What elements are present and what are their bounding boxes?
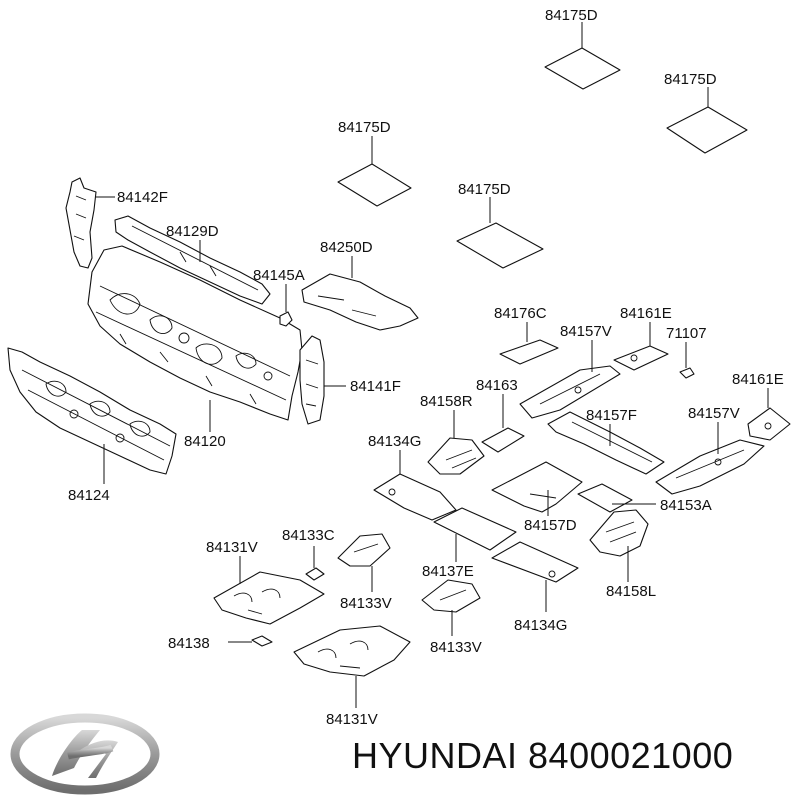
callout-84124: 84124 bbox=[68, 487, 110, 504]
pad-84158L bbox=[589, 509, 649, 582]
callout-84161E-right: 84161E bbox=[732, 371, 784, 388]
pad-84134G-upper bbox=[373, 450, 457, 521]
callout-71107: 71107 bbox=[666, 325, 707, 342]
hyundai-logo-icon bbox=[10, 713, 160, 795]
callout-84163: 84163 bbox=[476, 377, 518, 394]
callout-84157V-upper: 84157V bbox=[560, 323, 612, 340]
callout-84175D-right: 84175D bbox=[664, 71, 717, 88]
brand-part-number: HYUNDAI 8400021000 bbox=[352, 735, 734, 776]
bracket-84142F bbox=[65, 177, 115, 269]
callout-84157D: 84157D bbox=[524, 517, 577, 534]
callout-84250D: 84250D bbox=[320, 239, 373, 256]
pad-84175D-center bbox=[456, 197, 544, 269]
pad-84161E-right bbox=[747, 388, 791, 441]
pad-84163 bbox=[481, 394, 525, 453]
callout-84138: 84138 bbox=[168, 635, 210, 652]
callout-84142F: 84142F bbox=[117, 189, 168, 206]
pad-84157V-upper bbox=[519, 340, 621, 419]
pad-84175D-top bbox=[544, 22, 621, 90]
clip-84133C bbox=[305, 546, 325, 581]
dash-panel-84120 bbox=[87, 245, 303, 432]
callout-84157F: 84157F bbox=[586, 407, 637, 424]
callout-84133C: 84133C bbox=[282, 527, 335, 544]
pad-84133V-lower bbox=[421, 579, 481, 636]
callout-84176C: 84176C bbox=[494, 305, 547, 322]
pad-84134G-lower bbox=[491, 541, 579, 612]
clip-84145A bbox=[279, 284, 293, 327]
pad-84161E-upper bbox=[613, 322, 669, 371]
carpet-84131V-upper bbox=[213, 556, 325, 625]
callout-84133V-upper: 84133V bbox=[340, 595, 392, 612]
insulator-84124 bbox=[7, 347, 177, 484]
callout-84158L: 84158L bbox=[606, 583, 656, 600]
callout-84141F: 84141F bbox=[350, 378, 401, 395]
pad-84176C bbox=[499, 322, 559, 365]
pad-84175D-right bbox=[666, 87, 748, 154]
callout-84161E-upper: 84161E bbox=[620, 305, 672, 322]
clip-84138 bbox=[228, 635, 273, 647]
pad-84157D bbox=[491, 461, 583, 516]
callout-84131V-upper: 84131V bbox=[206, 539, 258, 556]
pad-84157V-lower bbox=[655, 422, 765, 495]
callout-84134G-upper: 84134G bbox=[368, 433, 421, 450]
callout-84133V-lower: 84133V bbox=[430, 639, 482, 656]
callout-84120: 84120 bbox=[184, 433, 226, 450]
callout-84153A: 84153A bbox=[660, 497, 712, 514]
callout-84158R: 84158R bbox=[420, 393, 473, 410]
nut-71107 bbox=[679, 342, 695, 379]
callout-84134G-lower: 84134G bbox=[514, 617, 567, 634]
pad-84157F bbox=[547, 411, 665, 475]
pad-84133V-upper bbox=[337, 533, 391, 592]
pad-84158R bbox=[427, 410, 485, 475]
callout-84131V-lower: 84131V bbox=[326, 711, 378, 728]
panel-84129D bbox=[114, 215, 271, 305]
callout-84137E: 84137E bbox=[422, 563, 474, 580]
pad-84250D bbox=[301, 256, 419, 331]
pad-84153A bbox=[577, 483, 656, 513]
callout-84175D-mid: 84175D bbox=[338, 119, 391, 136]
pad-84137E bbox=[433, 507, 517, 562]
callout-84129D: 84129D bbox=[166, 223, 219, 240]
bracket-84141F bbox=[299, 335, 346, 425]
callout-84175D-center: 84175D bbox=[458, 181, 511, 198]
pad-84175D-mid bbox=[337, 136, 412, 207]
callout-84145A: 84145A bbox=[253, 267, 305, 284]
carpet-84131V-lower bbox=[293, 625, 411, 708]
callout-84175D-top: 84175D bbox=[545, 7, 598, 24]
callout-84157V-lower: 84157V bbox=[688, 405, 740, 422]
